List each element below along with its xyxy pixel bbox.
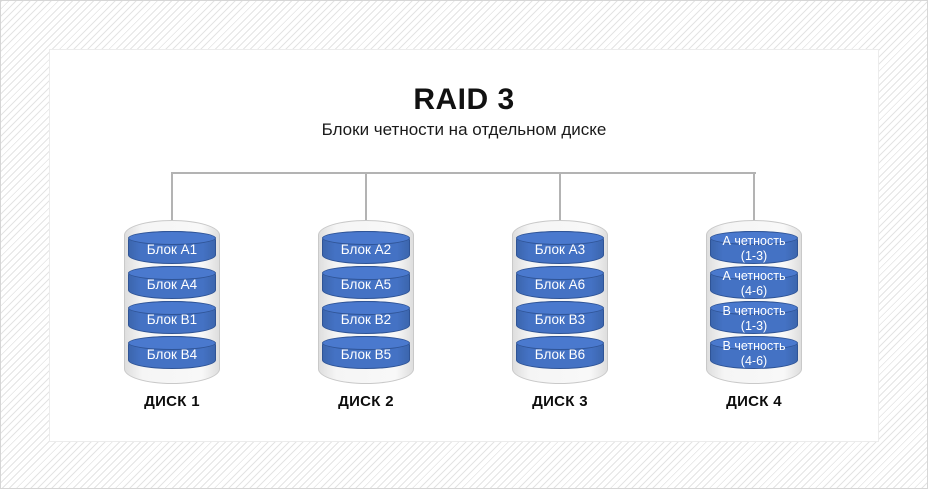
connector-vertical-disk-3 — [559, 172, 561, 222]
block-label: Блок B4 — [146, 346, 198, 362]
block-sublabel: (1-3) — [740, 248, 768, 263]
block-label: В четность — [722, 304, 786, 319]
block-label: Блок B5 — [340, 346, 392, 362]
block-label: Блок A5 — [340, 276, 392, 292]
disk-3-cylinder: Блок A3 Блок A6 Блок B3 Блок B6 — [512, 220, 608, 384]
disk-2: Блок A2 Блок A5 Блок B2 Блок B5 ДИСК 2 — [318, 220, 414, 410]
diagram-card: RAID 3 Блоки четности на отдельном диске… — [49, 49, 879, 442]
disk-block: Блок A2 — [322, 231, 410, 264]
disk-block: Блок A3 — [516, 231, 604, 264]
disk-block: Блок B5 — [322, 336, 410, 369]
disk-block: Блок A4 — [128, 266, 216, 299]
parity-block: В четность (1-3) — [710, 301, 798, 334]
disk-block: Блок B4 — [128, 336, 216, 369]
disk-block: Блок A6 — [516, 266, 604, 299]
disk-3: Блок A3 Блок A6 Блок B3 Блок B6 ДИСК 3 — [512, 220, 608, 410]
disk-block: Блок B2 — [322, 301, 410, 334]
disk-4-cylinder: А четность (1-3) А четность (4-6) В четн… — [706, 220, 802, 384]
block-label: Блок A6 — [534, 276, 586, 292]
disk-1-label: ДИСК 1 — [144, 393, 200, 410]
block-label: Блок B6 — [534, 346, 586, 362]
block-label: Блок B2 — [340, 311, 392, 327]
block-label: Блок B1 — [146, 311, 198, 327]
block-label: А четность — [722, 269, 786, 284]
block-label: Блок A3 — [534, 241, 586, 257]
parity-block: А четность (4-6) — [710, 266, 798, 299]
block-label: Блок B3 — [534, 311, 586, 327]
block-label: Блок A2 — [340, 241, 392, 257]
disk-3-label: ДИСК 3 — [532, 393, 588, 410]
block-sublabel: (4-6) — [740, 283, 768, 298]
disk-block: Блок B6 — [516, 336, 604, 369]
connector-vertical-disk-4 — [753, 172, 755, 222]
disk-block: Блок B1 — [128, 301, 216, 334]
disk-block: Блок B3 — [516, 301, 604, 334]
disk-block: Блок A1 — [128, 231, 216, 264]
disk-2-label: ДИСК 2 — [338, 393, 394, 410]
disk-4: А четность (1-3) А четность (4-6) В четн… — [706, 220, 802, 410]
disk-2-cylinder: Блок A2 Блок A5 Блок B2 Блок B5 — [318, 220, 414, 384]
diagram-title: RAID 3 — [413, 83, 515, 116]
block-label: В четность — [722, 339, 786, 354]
disk-1-cylinder: Блок A1 Блок A4 Блок B1 Блок B4 — [124, 220, 220, 384]
parity-block: В четность (4-6) — [710, 336, 798, 369]
block-sublabel: (1-3) — [740, 318, 768, 333]
disk-1: Блок A1 Блок A4 Блок B1 Блок B4 ДИСК 1 — [124, 220, 220, 410]
block-label: Блок A1 — [146, 241, 198, 257]
block-sublabel: (4-6) — [740, 353, 768, 368]
parity-block: А четность (1-3) — [710, 231, 798, 264]
block-label: Блок A4 — [146, 276, 198, 292]
disk-block: Блок A5 — [322, 266, 410, 299]
block-label: А четность — [722, 234, 786, 249]
diagram-subtitle: Блоки четности на отдельном диске — [321, 120, 607, 139]
connector-vertical-disk-2 — [365, 172, 367, 222]
disk-4-label: ДИСК 4 — [726, 393, 782, 410]
connector-horizontal — [172, 172, 756, 174]
connector-vertical-disk-1 — [171, 172, 173, 222]
